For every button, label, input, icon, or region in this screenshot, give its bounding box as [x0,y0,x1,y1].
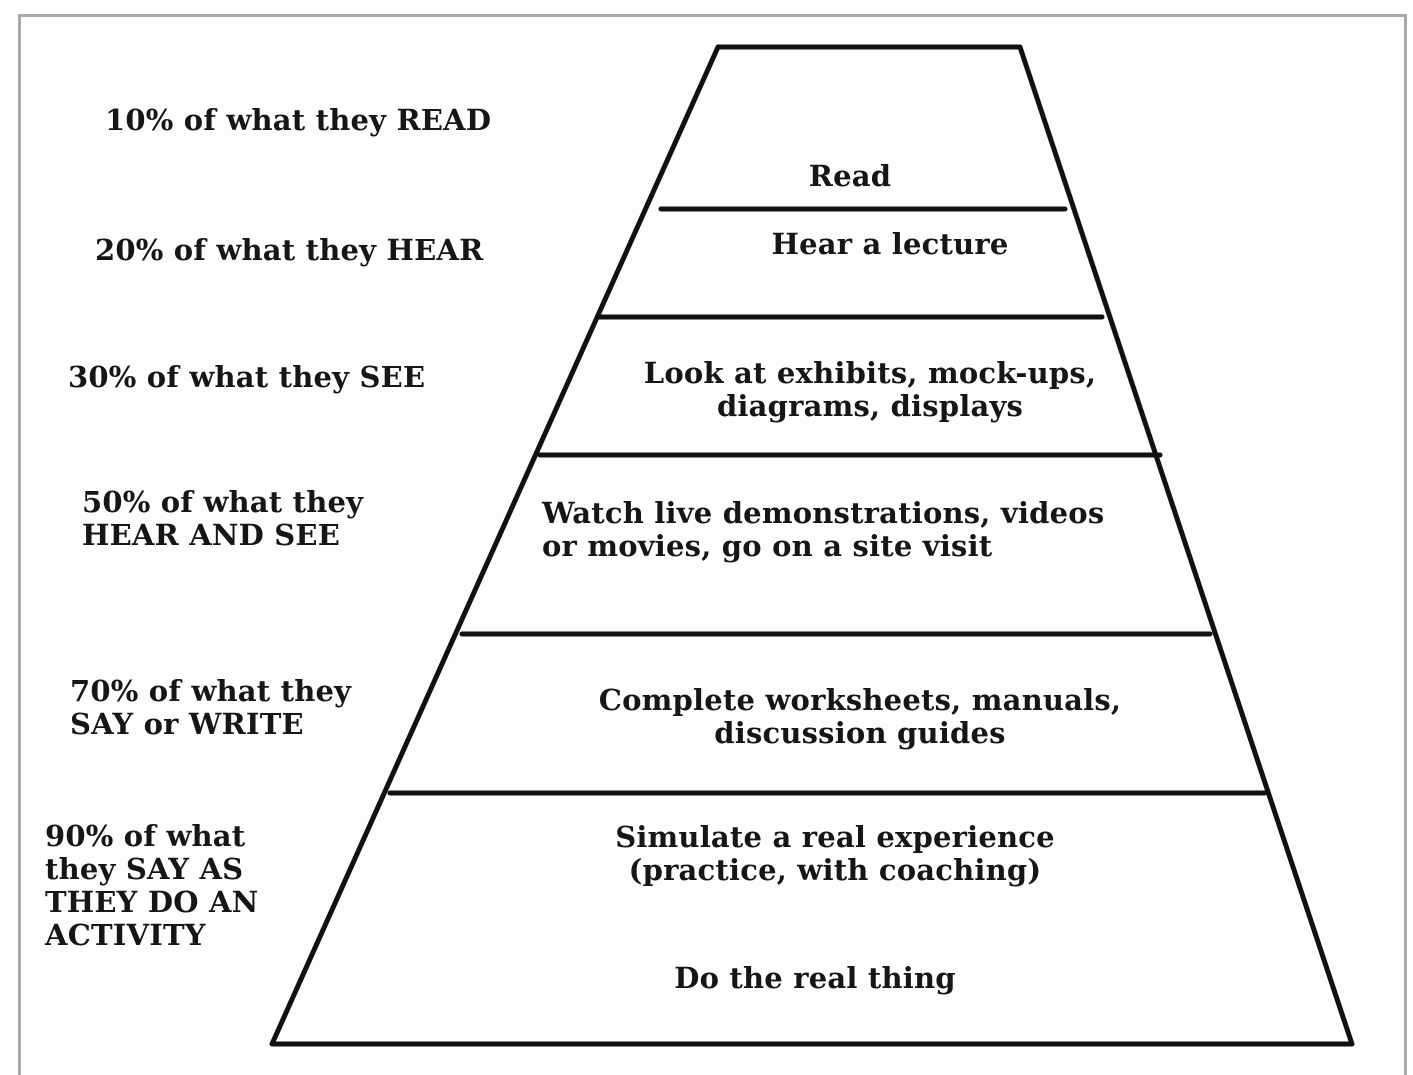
level-simulate-label: Simulate a real experience (practice, wi… [615,820,1055,887]
retention-read: 10% of what they READ [105,103,492,137]
retention-do: 90% of what they SAY AS THEY DO AN ACTIV… [45,819,259,952]
retention-hear: 20% of what they HEAR [95,233,484,267]
retention-see: 30% of what they SEE [68,360,426,394]
retention-say-write: 70% of what they SAY or WRITE [70,674,352,741]
level-say-write-label: Complete worksheets, manuals, discussion… [598,683,1122,750]
level-hear-see-label: Watch live demonstrations, videos or mov… [542,496,1105,563]
level-read-label: Read [808,159,892,193]
level-do-label: Do the real thing [674,961,956,995]
level-see-label: Look at exhibits, mock-ups, diagrams, di… [643,356,1097,423]
pyramid-outline [269,44,1355,1047]
diagram-frame [18,14,1407,1075]
level-hear-label: Hear a lecture [771,227,1009,261]
retention-hear-see: 50% of what they HEAR AND SEE [82,485,364,552]
